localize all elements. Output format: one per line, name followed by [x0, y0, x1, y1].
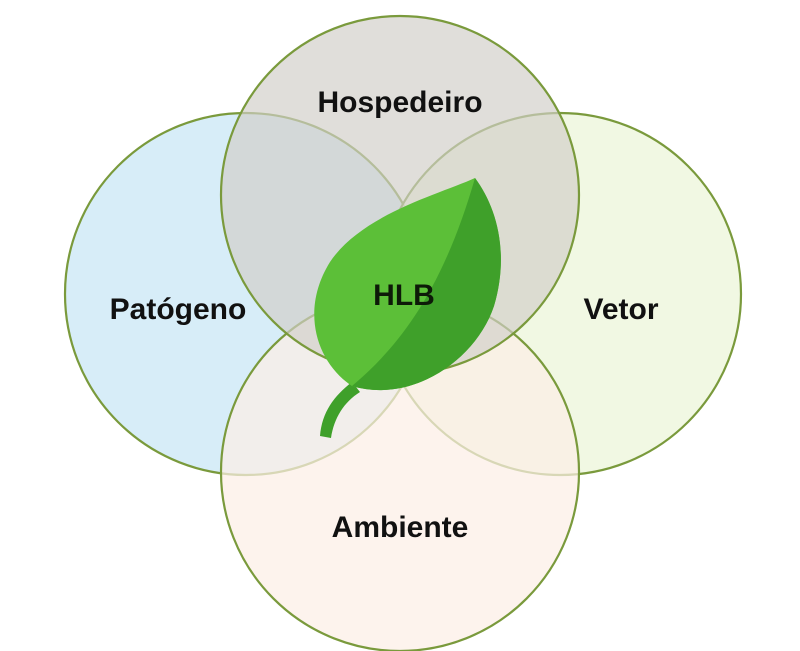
pathogen-label: Patógeno [110, 293, 247, 326]
leaf-icon [314, 178, 501, 438]
environment-label: Ambiente [332, 511, 469, 544]
leaf-shade [352, 178, 501, 391]
host-label: Hospedeiro [317, 86, 482, 119]
vector-label: Vetor [583, 293, 658, 326]
leaf-stem [320, 382, 360, 438]
center-label: HLB [373, 279, 435, 312]
